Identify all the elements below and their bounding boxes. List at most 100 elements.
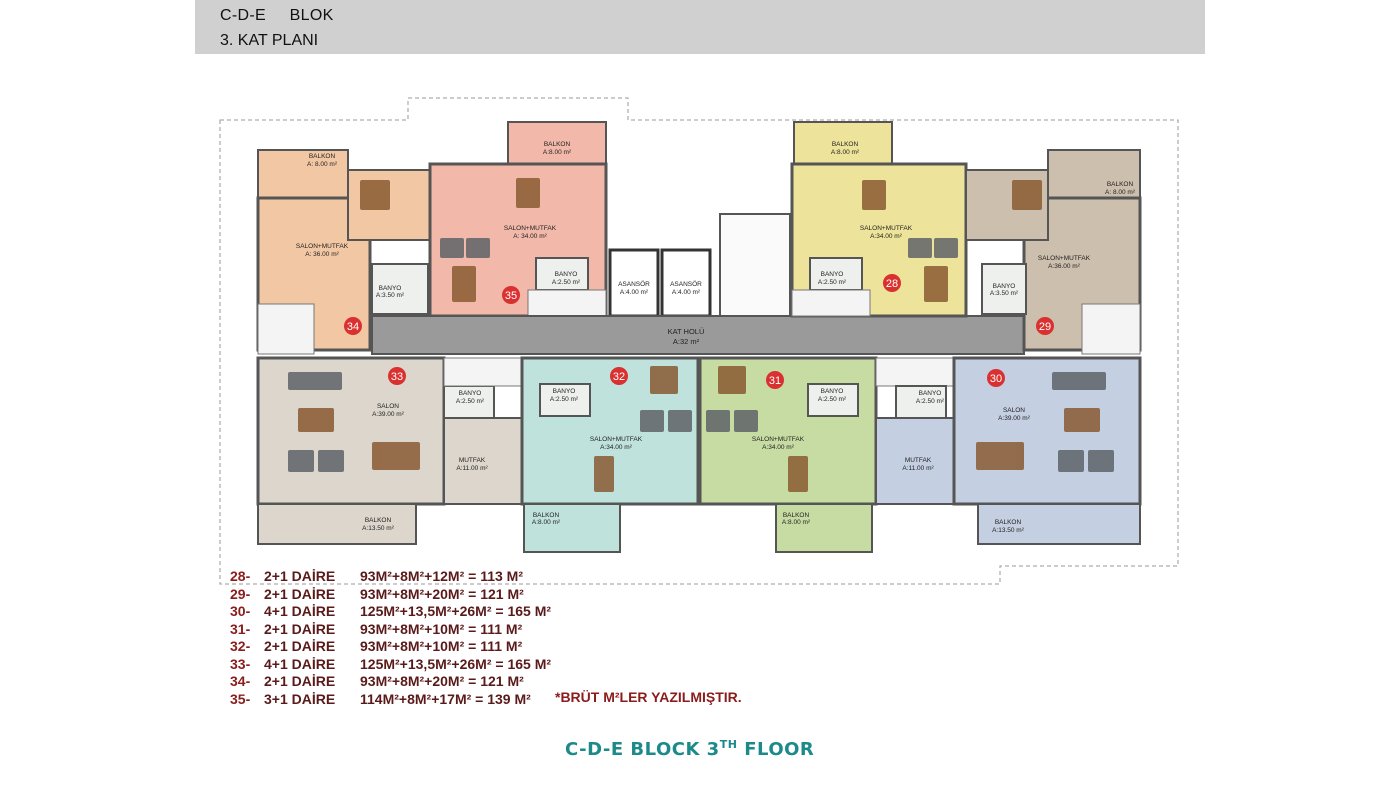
label: A:3.50 m² [376,292,405,299]
gross-area-note: *BRÜT M²LER YAZILMIŞTIR. [555,689,742,705]
label: A:8.00 m² [782,519,811,526]
label: BALKON [544,141,571,148]
label: BANYO [555,271,578,278]
label: SALON+MUTFAK [590,436,643,443]
label: A:2.50 m² [818,279,847,286]
apt33-salon [256,356,446,506]
svg-text:31: 31 [769,375,781,387]
sofa [1088,450,1114,472]
apt30-balkon [977,503,1141,545]
badge-31: 31 [766,371,784,389]
table [718,366,746,394]
label: SALON+MUTFAK [296,243,349,250]
sofa [934,238,958,258]
title-bar: C-D-E BLOK 3. KAT PLANI [195,0,1205,54]
label: A:13.50 m² [992,527,1025,534]
label: SALON+MUTFAK [860,225,913,232]
label: A:39.00 m² [998,415,1031,422]
label: A:4.00 m² [620,289,649,296]
label: SALON+MUTFAK [1038,255,1091,262]
footer-title: C-D-E BLOCK 3TH FLOOR [565,738,815,760]
sofa [734,410,758,432]
label: A:36.00 m² [1048,263,1081,270]
label: BALKON [995,519,1022,526]
label: SALON+MUTFAK [504,225,557,232]
sofa [908,238,932,258]
label: A:13.50 m² [362,525,395,532]
floor-title: 3. KAT PLANI [220,32,319,49]
apt35-balkon [507,121,607,165]
label: BALKON [1107,181,1134,188]
label: BALKON [309,153,336,160]
sofa [288,372,342,390]
svg-text:32: 32 [613,371,625,383]
svg-text:29: 29 [1039,321,1051,333]
apt29-balkon [1047,149,1141,199]
badge-29: 29 [1036,317,1054,335]
label: BANYO [919,390,942,397]
table [650,366,678,394]
label: A:8.00 m² [532,519,561,526]
label: A:2.50 m² [456,398,485,405]
table [298,408,334,432]
svg-text:28: 28 [886,278,898,290]
plot-outline [219,97,1179,585]
label: KAT HOLÜ [668,327,705,336]
table [594,456,614,492]
label: A:8.00 m² [543,149,572,156]
badge-28: 28 [883,274,901,292]
table [924,266,948,302]
table [976,442,1024,470]
badge-33: 33 [388,367,406,385]
label: A:11.00 m² [456,465,488,472]
label: MUTFAK [905,457,932,464]
label: BALKON [533,512,560,519]
svg-text:35: 35 [505,290,517,302]
main-stair [719,213,791,317]
badge-30: 30 [987,369,1005,387]
svg-text:34: 34 [347,321,359,333]
label: SALON [1003,407,1025,414]
table [788,456,808,492]
label: A:32 m² [673,337,700,346]
apartment-30 [875,356,1142,545]
apt35-stair [527,289,607,317]
label: BALKON [783,512,810,519]
label: A:2.50 m² [550,396,579,403]
sofa [318,450,344,472]
apt33-banyo-room [443,385,495,419]
apt30-salon [952,356,1142,506]
label: A:34.00 m² [600,444,633,451]
sofas [288,238,1114,472]
label: A: 8.00 m² [307,161,338,168]
room-labels: BALKON A: 8.00 m² SALON+MUTFAK A: 36.00 … [296,141,1136,534]
table [862,180,886,210]
apt30-hallway [875,357,955,387]
label: A: 34.00 m² [513,233,547,240]
badge-32: 32 [610,367,628,385]
label: A:4.00 m² [672,289,701,296]
label: BANYO [821,271,844,278]
table [360,180,390,210]
apt28-stair [791,289,871,317]
sofa [1058,450,1084,472]
apt34-banyo-room [371,263,429,315]
label: A:11.00 m² [902,465,934,472]
label: A: 8.00 m² [1105,189,1136,196]
label: BANYO [553,388,576,395]
apt32-balkon [523,503,621,553]
sofa [640,410,664,432]
label: BANYO [993,283,1016,290]
badge-34: 34 [344,317,362,335]
label: A:3.50 m² [990,290,1019,297]
apartment-badges: 34 35 28 29 33 32 31 30 [344,274,1054,389]
label: SALON [377,403,399,410]
label: MUTFAK [459,457,486,464]
label: A: 36.00 m² [305,251,339,258]
table [516,178,540,208]
block-title: C-D-E BLOK [220,7,334,24]
label: A:2.50 m² [818,396,847,403]
apt30-mutfak [875,417,955,505]
apt34-stair [257,303,315,355]
